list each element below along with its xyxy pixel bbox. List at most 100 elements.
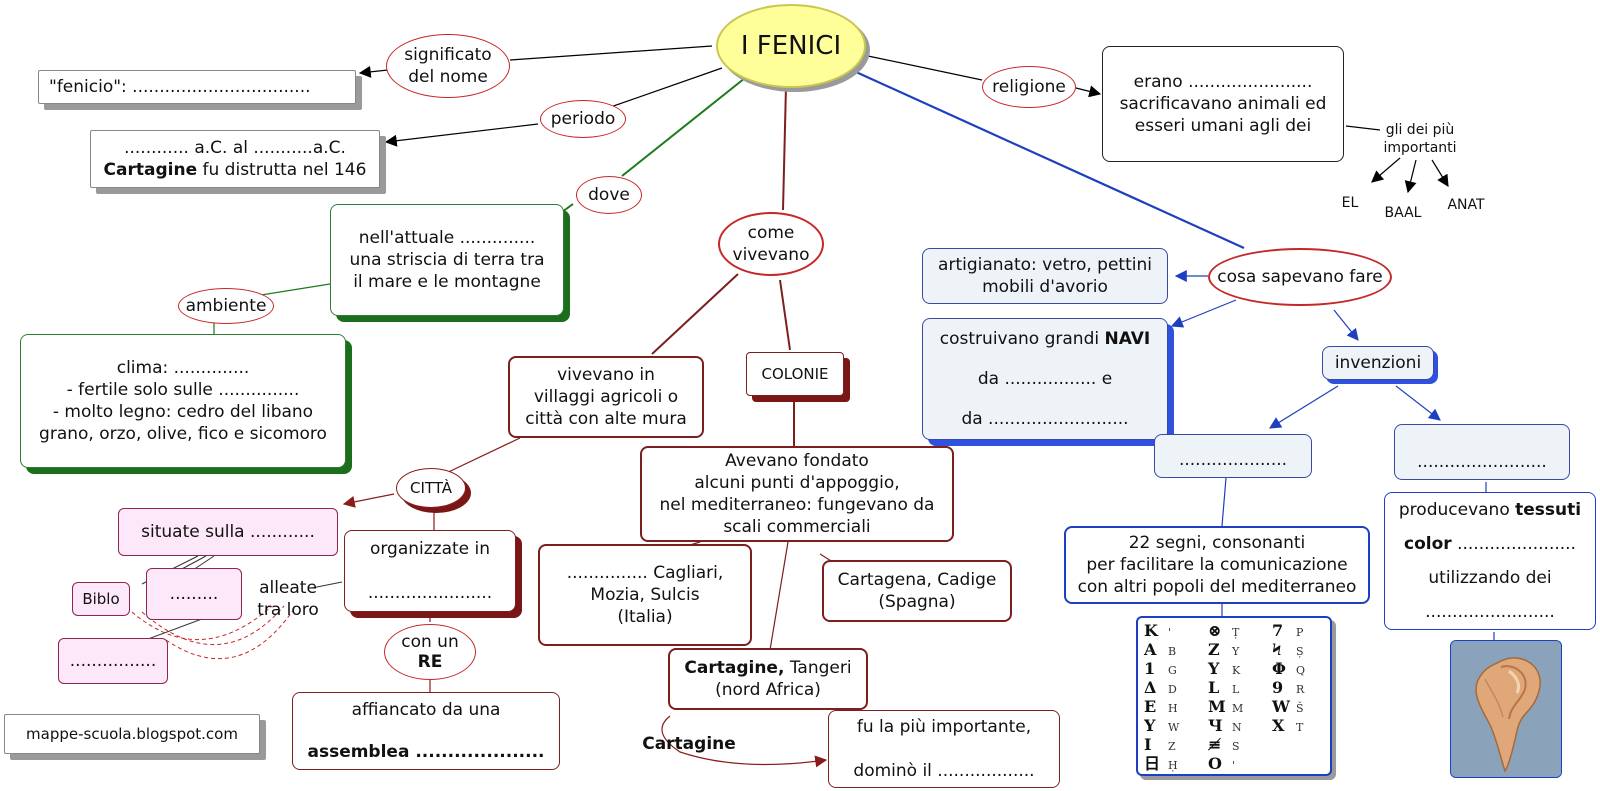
alphabet-letter: Q [1296, 664, 1306, 677]
invenzione-right-box: ........................ [1394, 424, 1570, 480]
phoenician-glyph-icon: E [1144, 697, 1157, 716]
alleate-label: alleate tra loro [257, 578, 319, 620]
phoenician-glyph-icon: ⊗ [1208, 621, 1222, 640]
alphabet-letter: Š [1296, 702, 1304, 715]
god-baal: BAAL [1384, 205, 1422, 221]
alphabet-letter: Ṣ [1296, 645, 1304, 658]
alphabet-entry: ≢S [1208, 736, 1268, 754]
alphabet-letter: D [1168, 683, 1177, 696]
navi-box: costruivano grandi NAVI da .............… [922, 318, 1168, 440]
alphabet-letter: P [1296, 626, 1304, 639]
assemblea-box: affiancato da una assemblea ............… [292, 692, 560, 770]
biblo-box: Biblo [72, 582, 130, 616]
phoenician-glyph-icon: L [1208, 678, 1220, 697]
alphabet-entry: ⊗Ṭ [1208, 622, 1268, 640]
phoenician-glyph-icon: I [1144, 735, 1152, 754]
alphabet-letter: ' [1232, 759, 1236, 772]
dove-box: nell'attuale .............. una striscia… [330, 204, 564, 316]
phoenician-glyph-icon: 7 [1272, 621, 1284, 640]
alphabet-letter: Y [1232, 645, 1240, 658]
periodo-box: ............ a.C. al ...........a.C. Car… [90, 130, 380, 188]
ambiente-node: ambiente [178, 288, 274, 324]
phoenician-glyph-icon: M [1208, 697, 1226, 716]
alphabet-letter: K [1232, 664, 1241, 677]
phoenician-glyph-icon: W [1272, 697, 1290, 716]
alphabet-letter: R [1296, 683, 1305, 696]
citta-node: CITTÀ [396, 468, 466, 508]
alphabet-letter: T [1296, 721, 1304, 734]
ambiente-box: clima: .............. - fertile solo sul… [20, 334, 346, 468]
phoenician-glyph-icon: Ч [1208, 716, 1223, 735]
alphabet-letter: N [1232, 721, 1242, 734]
city-blank-box: ......... [146, 568, 242, 620]
italia-box: ............... Cagliari, Mozia, Sulcis … [538, 544, 752, 646]
title-node: I FENICI [716, 4, 866, 88]
cosa-sapevano-node: cosa sapevano fare [1208, 248, 1392, 306]
religione-node: religione [982, 66, 1076, 108]
organizzate-box: organizzate in ....................... [344, 530, 516, 612]
alphabet-letter: W [1168, 721, 1180, 734]
religione-box: erano ....................... sacrificav… [1102, 46, 1344, 162]
phoenician-glyph-icon: 9 [1272, 678, 1284, 697]
blog-label: mappe-scuola.blogspot.com [4, 714, 260, 754]
page-title: I FENICI [740, 31, 842, 61]
alphabet-letter: S [1232, 740, 1240, 753]
phoenician-glyph-icon: A [1144, 640, 1157, 659]
phoenician-glyph-icon: X [1272, 716, 1285, 735]
alphabet-letter: Z [1168, 740, 1176, 753]
colonie-box: COLONIE [746, 352, 844, 396]
alphabet-letter: L [1232, 683, 1240, 696]
piu-importante-box: fu la più importante, dominò il ........… [828, 710, 1060, 788]
invenzione-left-box: .................... [1154, 434, 1312, 478]
alphabet-letter: Ṭ [1232, 626, 1240, 639]
significato-node: significato del nome [386, 34, 510, 98]
phoenician-glyph-icon: 日 [1144, 754, 1161, 773]
phoenician-glyph-icon: Y [1144, 716, 1156, 735]
cartagine-label: Cartagine [642, 734, 736, 754]
situate-box: situate sulla ............ [118, 508, 338, 556]
segni-box: 22 segni, consonanti per facilitare la c… [1064, 526, 1370, 604]
phoenician-glyph-icon: Δ [1144, 678, 1157, 697]
alphabet-letter: M [1232, 702, 1244, 715]
god-el: EL [1341, 195, 1359, 211]
invenzioni-box: invenzioni [1322, 346, 1434, 380]
alphabet-letter: G [1168, 664, 1177, 677]
alphabet-letter: ' [1168, 626, 1172, 639]
villaggi-box: vivevano in villaggi agricoli o città co… [508, 356, 704, 438]
phoenician-glyph-icon: Z [1208, 640, 1220, 659]
tessuti-box: producevano tessuti color ..............… [1384, 492, 1596, 630]
phoenician-glyph-icon: O [1208, 754, 1222, 773]
alphabet-letter: Ḥ [1168, 759, 1178, 772]
fenicio-box: "fenicio": .............................… [38, 70, 356, 104]
phoenician-glyph-icon: Ϟ [1272, 640, 1282, 659]
phoenician-glyph-icon: Y [1208, 659, 1220, 678]
shell-photo [1450, 640, 1562, 778]
shell-icon [1451, 641, 1561, 777]
alphabet-entry: K' [1144, 622, 1204, 640]
god-anat: ANAT [1447, 197, 1485, 213]
artigianato-box: artigianato: vetro, pettini mobili d'avo… [922, 248, 1168, 304]
phoenician-glyph-icon: K [1144, 621, 1158, 640]
alphabet-letter: H [1168, 702, 1178, 715]
phoenician-glyph-icon: ≢ [1208, 735, 1222, 754]
come-vivevano-node: come vivevano [718, 212, 824, 276]
africa-box: Cartagine, Tangeri (nord Africa) [668, 648, 868, 710]
